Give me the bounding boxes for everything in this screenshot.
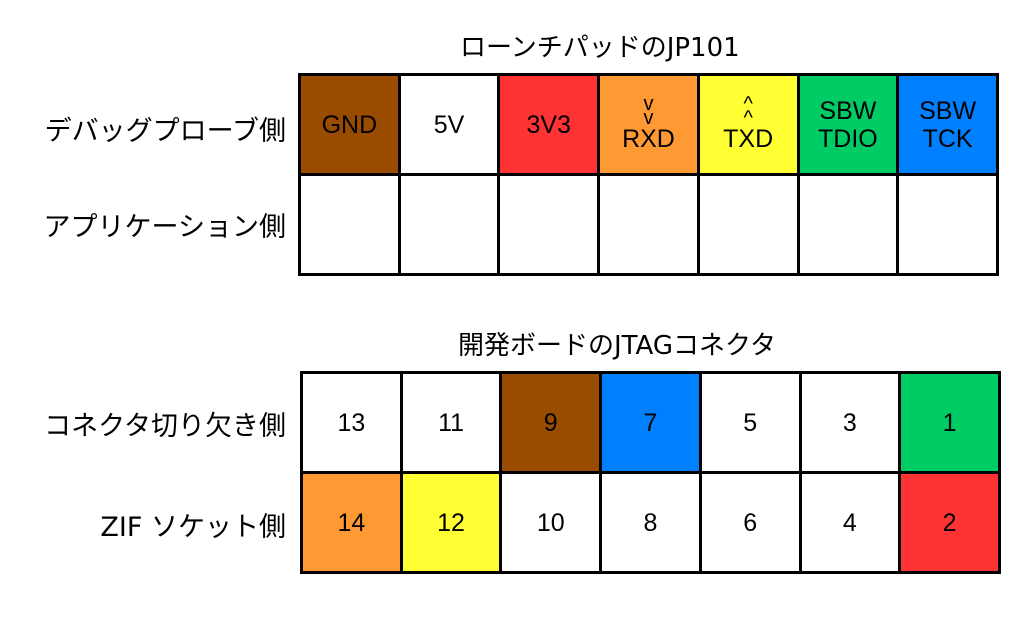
pin-sbw-tck: SBW TCK	[896, 73, 999, 176]
jtag-pin: 1	[898, 371, 1001, 474]
pin-number: 6	[743, 508, 758, 537]
pin-label: 5V	[433, 110, 465, 139]
app-cell	[796, 173, 900, 276]
app-cell	[298, 173, 401, 276]
pin-number: 10	[536, 508, 565, 537]
row-label-connector-notch: コネクタ切り欠き側	[44, 411, 286, 442]
row-label-debug-probe: デバッグプローブ側	[44, 116, 286, 147]
pin-label-line2: TCK	[922, 124, 973, 153]
jtag-pin: 14	[300, 471, 403, 574]
pin-number: 9	[543, 408, 558, 437]
pin-number: 7	[643, 408, 658, 437]
pin-number: 2	[942, 508, 957, 537]
jtag-connector-table: 13 11 9 7 5 3 1 14 12 10 8 6 4 2	[300, 371, 1001, 574]
pin-label-line1: SBW	[919, 96, 977, 125]
pin-number: 14	[337, 508, 366, 537]
app-cell	[397, 173, 501, 276]
pin-label-line2: TDIO	[818, 124, 878, 153]
jtag-pin: 2	[898, 471, 1001, 574]
launchpad-title: ローンチパッドのJP101	[460, 33, 740, 63]
row-label-application: アプリケーション側	[43, 212, 286, 243]
jtag-pin: 8	[599, 471, 702, 574]
pin-5v: 5V	[397, 73, 501, 176]
jtag-pin: 6	[698, 471, 802, 574]
pin-number: 12	[437, 508, 465, 537]
app-cell	[597, 173, 700, 276]
pin-number: 5	[743, 408, 758, 437]
pin-gnd: GND	[298, 73, 401, 176]
pin-sbw-tdio: SBW TDIO	[796, 73, 900, 176]
jtag-pin: 4	[798, 471, 902, 574]
jtag-pin: 3	[798, 371, 902, 474]
pin-label-line1: SBW	[819, 96, 877, 125]
jtag-pin: 13	[300, 371, 403, 474]
pin-number: 11	[438, 408, 465, 437]
app-cell	[696, 173, 800, 276]
jtag-pin: 12	[399, 471, 503, 574]
pin-label: GND	[321, 110, 378, 139]
up-arrow-icon: ^^	[743, 92, 753, 129]
jtag-title: 開発ボードのJTAGコネクタ	[458, 331, 776, 361]
jtag-pin: 9	[499, 371, 603, 474]
jtag-pin: 11	[399, 371, 503, 474]
pin-label: RXD	[622, 124, 675, 153]
pin-number: 4	[842, 508, 857, 537]
pin-label: TXD	[723, 124, 774, 153]
pin-txd: ^^ TXD	[696, 73, 800, 176]
pin-number: 3	[842, 408, 857, 437]
pin-3v3: 3V3	[497, 73, 601, 176]
pin-number: 1	[942, 408, 957, 437]
pin-number: 8	[643, 508, 658, 537]
pin-number: 13	[337, 408, 366, 437]
jtag-pin: 7	[599, 371, 702, 474]
app-cell	[896, 173, 999, 276]
jtag-pin: 5	[698, 371, 802, 474]
pin-label: 3V3	[526, 110, 571, 139]
jtag-pin: 10	[499, 471, 603, 574]
app-cell	[497, 173, 601, 276]
row-label-zif-socket: ZIF ソケット側	[100, 512, 286, 543]
